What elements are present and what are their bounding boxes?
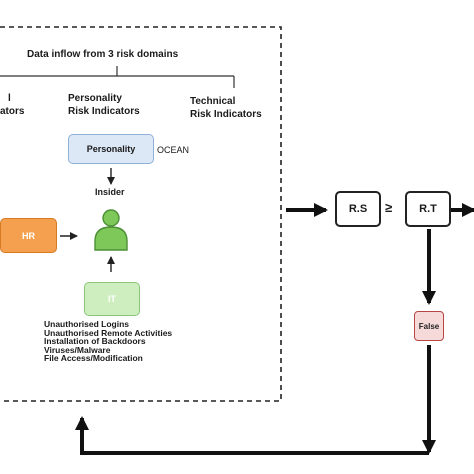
it-activities-list: Unauthorised Logins Unauthorised Remote … [44,320,172,363]
domain-bracket [0,66,235,88]
left-domain-label-line2: ators [0,106,25,117]
false-node: False [414,311,444,341]
risk-score-node: R.S [335,191,381,227]
ocean-label: OCEAN [157,145,190,155]
it-activity-item: Viruses/Malware [44,344,111,355]
it-activity-item: Unauthorised Logins [44,319,129,329]
risk-domain-container [0,26,282,402]
hr-node-label: HR [22,230,35,241]
technical-domain-label-line2: Risk Indicators [190,109,262,120]
it-node-label: IT [108,294,116,304]
risk-threshold-node: R.T [405,191,451,227]
left-domain-label-line1: l [8,93,11,104]
personality-domain-label-line2: Risk Indicators [68,106,140,117]
personality-node-label: Personality [86,144,136,154]
insider-label: Insider [95,187,125,197]
it-activity-item: File Access/Modification [44,353,143,364]
greater-equal-symbol: ≥ [385,200,393,215]
it-node: IT [84,282,140,316]
personality-node: Personality [68,134,154,164]
insider-person-icon [94,209,128,251]
false-node-label: False [418,321,440,331]
risk-threshold-label: R.T [419,203,437,215]
risk-score-label: R.S [348,203,368,215]
personality-domain-label-line1: Personality [68,93,122,104]
it-activity-item: Installation of Backdoors [44,336,146,347]
it-activity-item: Unauthorised Remote Activities [44,327,173,338]
diagram-title: Data inflow from 3 risk domains [27,49,179,60]
hr-node: HR [0,218,57,253]
technical-domain-label-line1: Technical [190,96,236,107]
